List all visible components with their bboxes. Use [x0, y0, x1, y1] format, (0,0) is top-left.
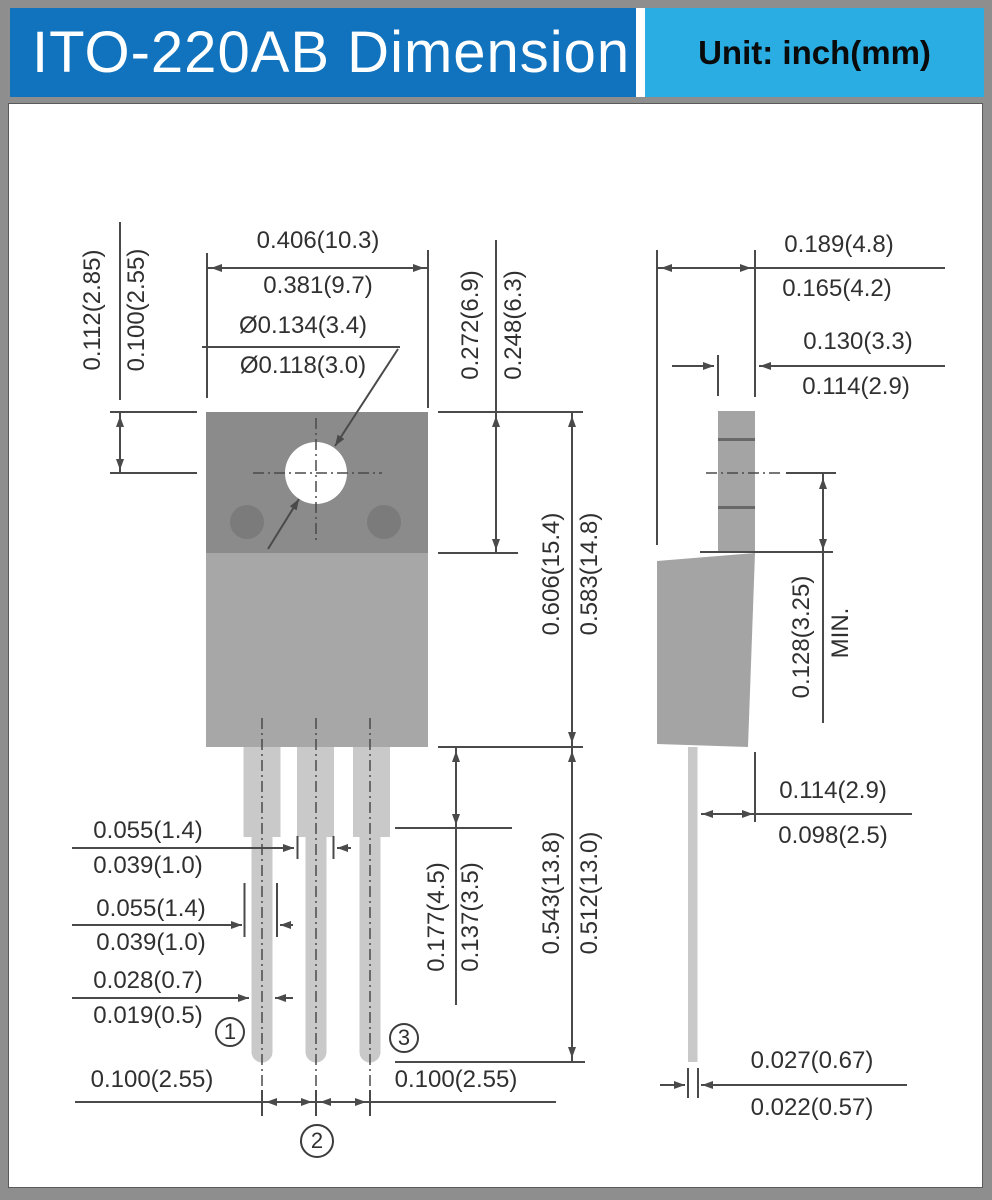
dim-tab-height-max: 0.272(6.9): [457, 270, 484, 380]
dim-lead-tip-width-max: 0.028(0.7): [93, 967, 203, 994]
dim-lead-length-max: 0.543(13.8): [538, 831, 565, 955]
dim-tab-height-min: 0.248(6.3): [500, 270, 527, 380]
dim-top-width-min: 0.381(9.7): [263, 272, 373, 299]
dim-hole-diameter-min: Ø0.118(3.0): [239, 352, 367, 379]
pin-3-marker: 3: [389, 1023, 419, 1053]
dim-lead1-width-min: 0.039(1.0): [96, 929, 206, 956]
dim-lead2-width-max: 0.055(1.4): [93, 817, 203, 844]
dim-lead-setback-max: 0.114(2.9): [779, 777, 887, 804]
dim-hole-diameter-max: Ø0.134(3.4): [238, 312, 368, 339]
page-title: ITO-220AB Dimension: [10, 8, 636, 97]
dim-tab-depth-min: 0.114(2.9): [802, 373, 910, 400]
side-body: [657, 553, 755, 747]
lead3-wide: [353, 747, 390, 837]
dim-pitch-right: 0.100(2.55): [394, 1066, 518, 1093]
side-tab: [718, 411, 755, 553]
dim-lead1-width-max: 0.055(1.4): [96, 895, 206, 922]
front-body: [206, 553, 428, 747]
side-tab-groove-bottom: [718, 506, 755, 509]
dim-shoulder-length-max: 0.177(4.5): [423, 862, 450, 972]
front-view-package: [206, 412, 428, 1063]
dim-lead-tip-width-min: 0.019(0.5): [93, 1002, 203, 1029]
pin-1-marker: 1: [215, 1017, 245, 1047]
pin-2-marker: 2: [300, 1124, 334, 1158]
dim-lead2-width-min: 0.039(1.0): [93, 852, 203, 879]
dim-lead-thickness-max: 0.027(0.67): [750, 1047, 874, 1074]
dim-hole-to-top-max: 0.112(2.85): [79, 249, 106, 371]
side-view-dimension-lines: [656, 250, 945, 1098]
dim-lead-thickness-min: 0.022(0.57): [750, 1094, 874, 1121]
dim-pitch-left: 0.100(2.55): [90, 1066, 214, 1093]
side-lead: [688, 747, 698, 1062]
tab-dot-left: [230, 505, 264, 539]
tab-dot-right: [367, 505, 401, 539]
dim-hole-center-min-value: 0.128(3.25): [788, 575, 815, 699]
dim-overall-depth-max: 0.189(4.8): [784, 231, 894, 258]
dim-overall-height-max: 0.606(15.4): [538, 512, 565, 636]
unit-label: Unit: inch(mm): [645, 8, 984, 97]
dim-top-width-max: 0.406(10.3): [256, 227, 380, 254]
dim-overall-height-min: 0.583(14.8): [576, 512, 603, 636]
dim-lead-length-min: 0.512(13.0): [576, 831, 603, 955]
side-view-package: [657, 411, 755, 1062]
dim-tab-depth-max: 0.130(3.3): [803, 328, 913, 355]
dim-hole-center-min-qualifier: MIN.: [827, 607, 854, 659]
dim-lead-setback-min: 0.098(2.5): [778, 822, 888, 849]
front-view-dimension-lines: [72, 222, 585, 1116]
dim-hole-to-top-min: 0.100(2.55): [123, 248, 150, 372]
header-divider: [636, 8, 645, 97]
side-tab-groove-top: [718, 438, 755, 441]
dim-shoulder-length-min: 0.137(3.5): [457, 862, 484, 972]
dim-overall-depth-min: 0.165(4.2): [782, 275, 892, 302]
